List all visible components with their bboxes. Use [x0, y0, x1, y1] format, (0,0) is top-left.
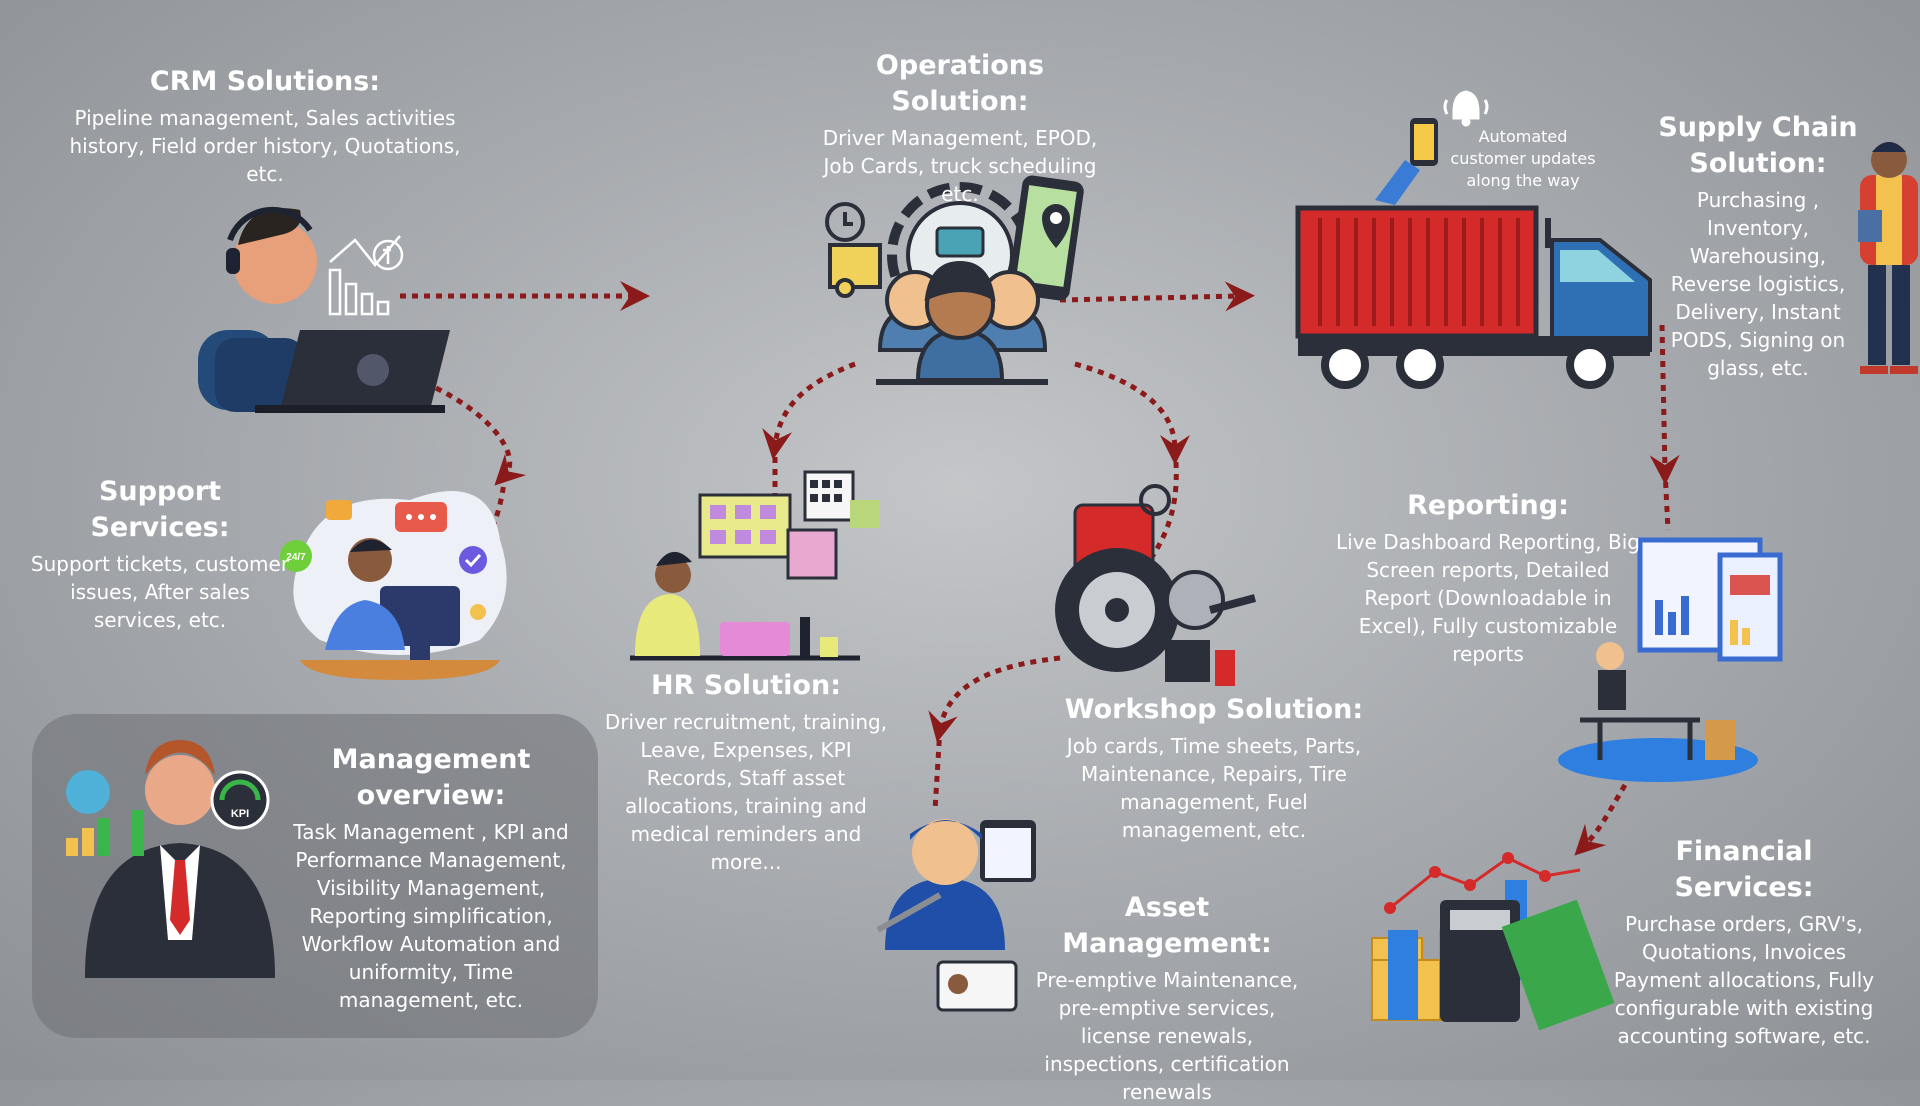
- crm-block: CRM Solutions: Pipeline management, Sale…: [60, 64, 470, 188]
- connector-operations-supply: [1059, 281, 1255, 312]
- kpi-gauge-text: KPI: [231, 808, 249, 820]
- asset-block: Asset Management: Pre-emptive Maintenanc…: [1022, 890, 1312, 1106]
- mechanic-icon: [876, 819, 1036, 1012]
- phone-hand-icon: [1375, 118, 1438, 205]
- connector-asset-link: [932, 727, 943, 811]
- hr-desk-icon: [630, 470, 880, 661]
- call-center-agent-icon: [198, 206, 450, 413]
- operations-team-icon: [876, 260, 1048, 385]
- connector-operations-workshop: [1074, 361, 1190, 465]
- financial-block: Financial Services: Purchase orders, GRV…: [1606, 834, 1882, 1050]
- hr-block: HR Solution: Driver recruitment, trainin…: [596, 668, 896, 876]
- connector-reporting-financial: [1574, 783, 1628, 856]
- connector-workshop-link: [1147, 449, 1179, 562]
- crm-description: Pipeline management, Sales activities hi…: [69, 106, 461, 186]
- connector-reporting-link: [1662, 469, 1671, 531]
- workshop-description: Job cards, Time sheets, Parts, Maintenan…: [1066, 734, 1362, 842]
- supply-chain-block: Supply Chain Solution: Purchasing , Inve…: [1656, 110, 1860, 382]
- connector-operations-hr: [762, 361, 856, 460]
- management-block: Management overview: Task Management , K…: [278, 742, 584, 1014]
- supply-chain-title: Supply Chain Solution:: [1658, 112, 1858, 179]
- operations-description: Driver Management, EPOD, Job Cards, truc…: [822, 126, 1098, 206]
- asset-description: Pre-emptive Maintenance, pre-emptive ser…: [1035, 968, 1299, 1104]
- container-truck-icon: [1295, 205, 1652, 389]
- finance-calculator-icon: [1371, 852, 1615, 1031]
- management-description: Task Management , KPI and Performance Ma…: [293, 820, 569, 1012]
- supply-chain-callout-text: Automated customer updates along the way: [1450, 127, 1596, 190]
- connector-supply-reporting: [1649, 324, 1680, 485]
- crm-title: CRM Solutions:: [149, 66, 381, 97]
- support-agent-icon: [293, 491, 507, 680]
- support-description: Support tickets, customer issues, After …: [30, 552, 290, 632]
- dashboard-presenter-icon: [1558, 537, 1783, 782]
- connector-workshop-asset: [928, 655, 1061, 743]
- supply-chain-description: Purchasing , Inventory, Warehousing, Rev…: [1670, 188, 1846, 380]
- support-block: Support Services: Support tickets, custo…: [30, 474, 290, 634]
- support-badge-text: 24/7: [286, 552, 306, 563]
- workshop-block: Workshop Solution: Job cards, Time sheet…: [1064, 692, 1364, 844]
- gps-phone-icon: [1008, 175, 1084, 301]
- badge-24-7-icon: 24/7: [280, 540, 312, 572]
- hr-title: HR Solution:: [651, 670, 841, 701]
- businessman-kpi-icon: KPI: [66, 740, 275, 978]
- asset-title: Asset Management:: [1062, 892, 1272, 959]
- operations-title: Operations Solution:: [875, 50, 1045, 117]
- operations-block: Operations Solution: Driver Management, …: [810, 48, 1110, 208]
- financial-title: Financial Services:: [1674, 836, 1814, 903]
- reporting-block: Reporting: Live Dashboard Reporting, Big…: [1335, 488, 1641, 668]
- support-title: Support Services:: [90, 476, 230, 543]
- growth-chart-icon: [328, 235, 404, 316]
- tire-parts-icon: [1055, 484, 1257, 686]
- management-title: Management overview:: [331, 744, 531, 811]
- customer-person-icon: [1858, 142, 1918, 374]
- illustration-layer: 24/7: [66, 90, 1918, 1031]
- reporting-description: Live Dashboard Reporting, Big Screen rep…: [1336, 530, 1640, 666]
- supply-chain-callout: Automated customer updates along the way: [1443, 122, 1603, 192]
- financial-description: Purchase orders, GRV's, Quotations, Invo…: [1613, 912, 1875, 1048]
- reporting-title: Reporting:: [1407, 490, 1569, 521]
- workshop-title: Workshop Solution:: [1064, 694, 1364, 725]
- notification-bell-icon: [1443, 90, 1489, 127]
- hr-description: Driver recruitment, training, Leave, Exp…: [604, 710, 888, 874]
- connector-crm-support: [434, 385, 527, 486]
- clock-forklift-icon: [825, 202, 882, 298]
